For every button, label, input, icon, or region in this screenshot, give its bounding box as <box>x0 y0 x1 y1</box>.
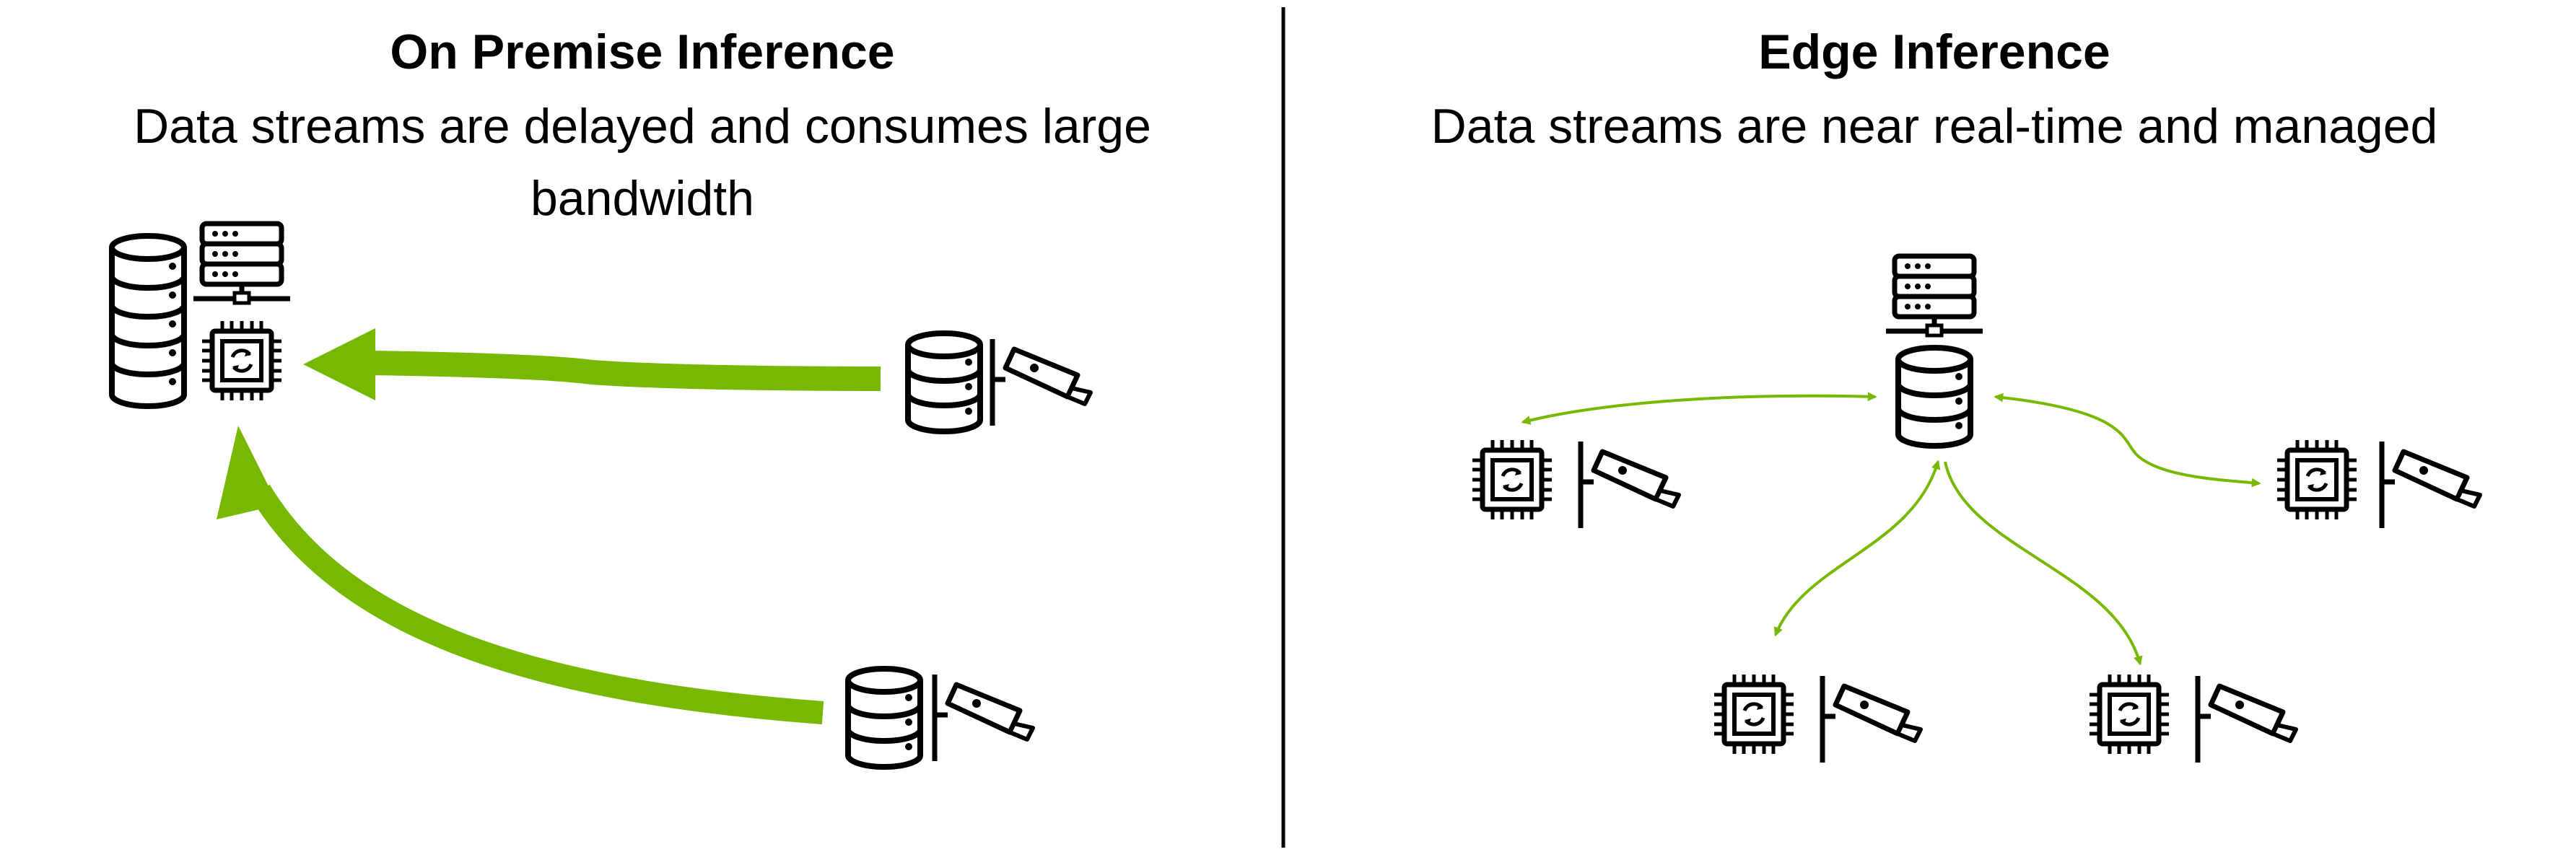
on-premise-subtitle: Data streams are delayed and consumes la… <box>134 99 1151 226</box>
server-rack-icon <box>1886 256 1983 335</box>
on-premise-title: On Premise Inference <box>390 25 895 79</box>
edge-node-bottom-left <box>1714 675 1921 763</box>
on-premise-datacenter <box>112 224 290 406</box>
edge-arrow-left <box>1521 392 1877 425</box>
edge-arrow-bottom-left <box>1773 460 1941 637</box>
edge-thin-arrows <box>1521 392 2261 666</box>
on-premise-upper-stream-arrow <box>303 328 881 400</box>
processor-chip-icon <box>1472 440 1552 519</box>
edge-arrow-bottom-right <box>1944 461 2143 666</box>
processor-chip-icon <box>202 321 281 400</box>
edge-node-bottom-right <box>2090 675 2296 763</box>
on-premise-lower-stream-arrow <box>217 426 824 724</box>
database-icon <box>1898 348 1970 446</box>
security-camera-icon <box>992 339 1091 426</box>
security-camera-icon <box>1822 676 1921 763</box>
processor-chip-icon <box>2277 440 2357 519</box>
processor-chip-icon <box>2090 675 2169 754</box>
edge-node-left <box>1472 440 1679 528</box>
security-camera-icon <box>2198 676 2296 763</box>
database-stack-icon <box>112 236 184 406</box>
edge-node-right <box>2277 440 2480 528</box>
database-icon <box>848 669 920 767</box>
remote-site-lower <box>848 669 1033 767</box>
database-icon <box>908 333 980 431</box>
security-camera-icon <box>1581 442 1679 528</box>
edge-arrow-right <box>1994 392 2261 488</box>
security-camera-icon <box>935 675 1033 761</box>
edge-central-hub <box>1886 256 1983 446</box>
remote-site-upper <box>908 333 1091 431</box>
security-camera-icon <box>2382 442 2480 528</box>
processor-chip-icon <box>1714 675 1794 754</box>
edge-title: Edge Inference <box>1758 25 2110 79</box>
server-rack-icon <box>193 224 290 303</box>
edge-subtitle: Data streams are near real-time and mana… <box>1431 99 2438 154</box>
